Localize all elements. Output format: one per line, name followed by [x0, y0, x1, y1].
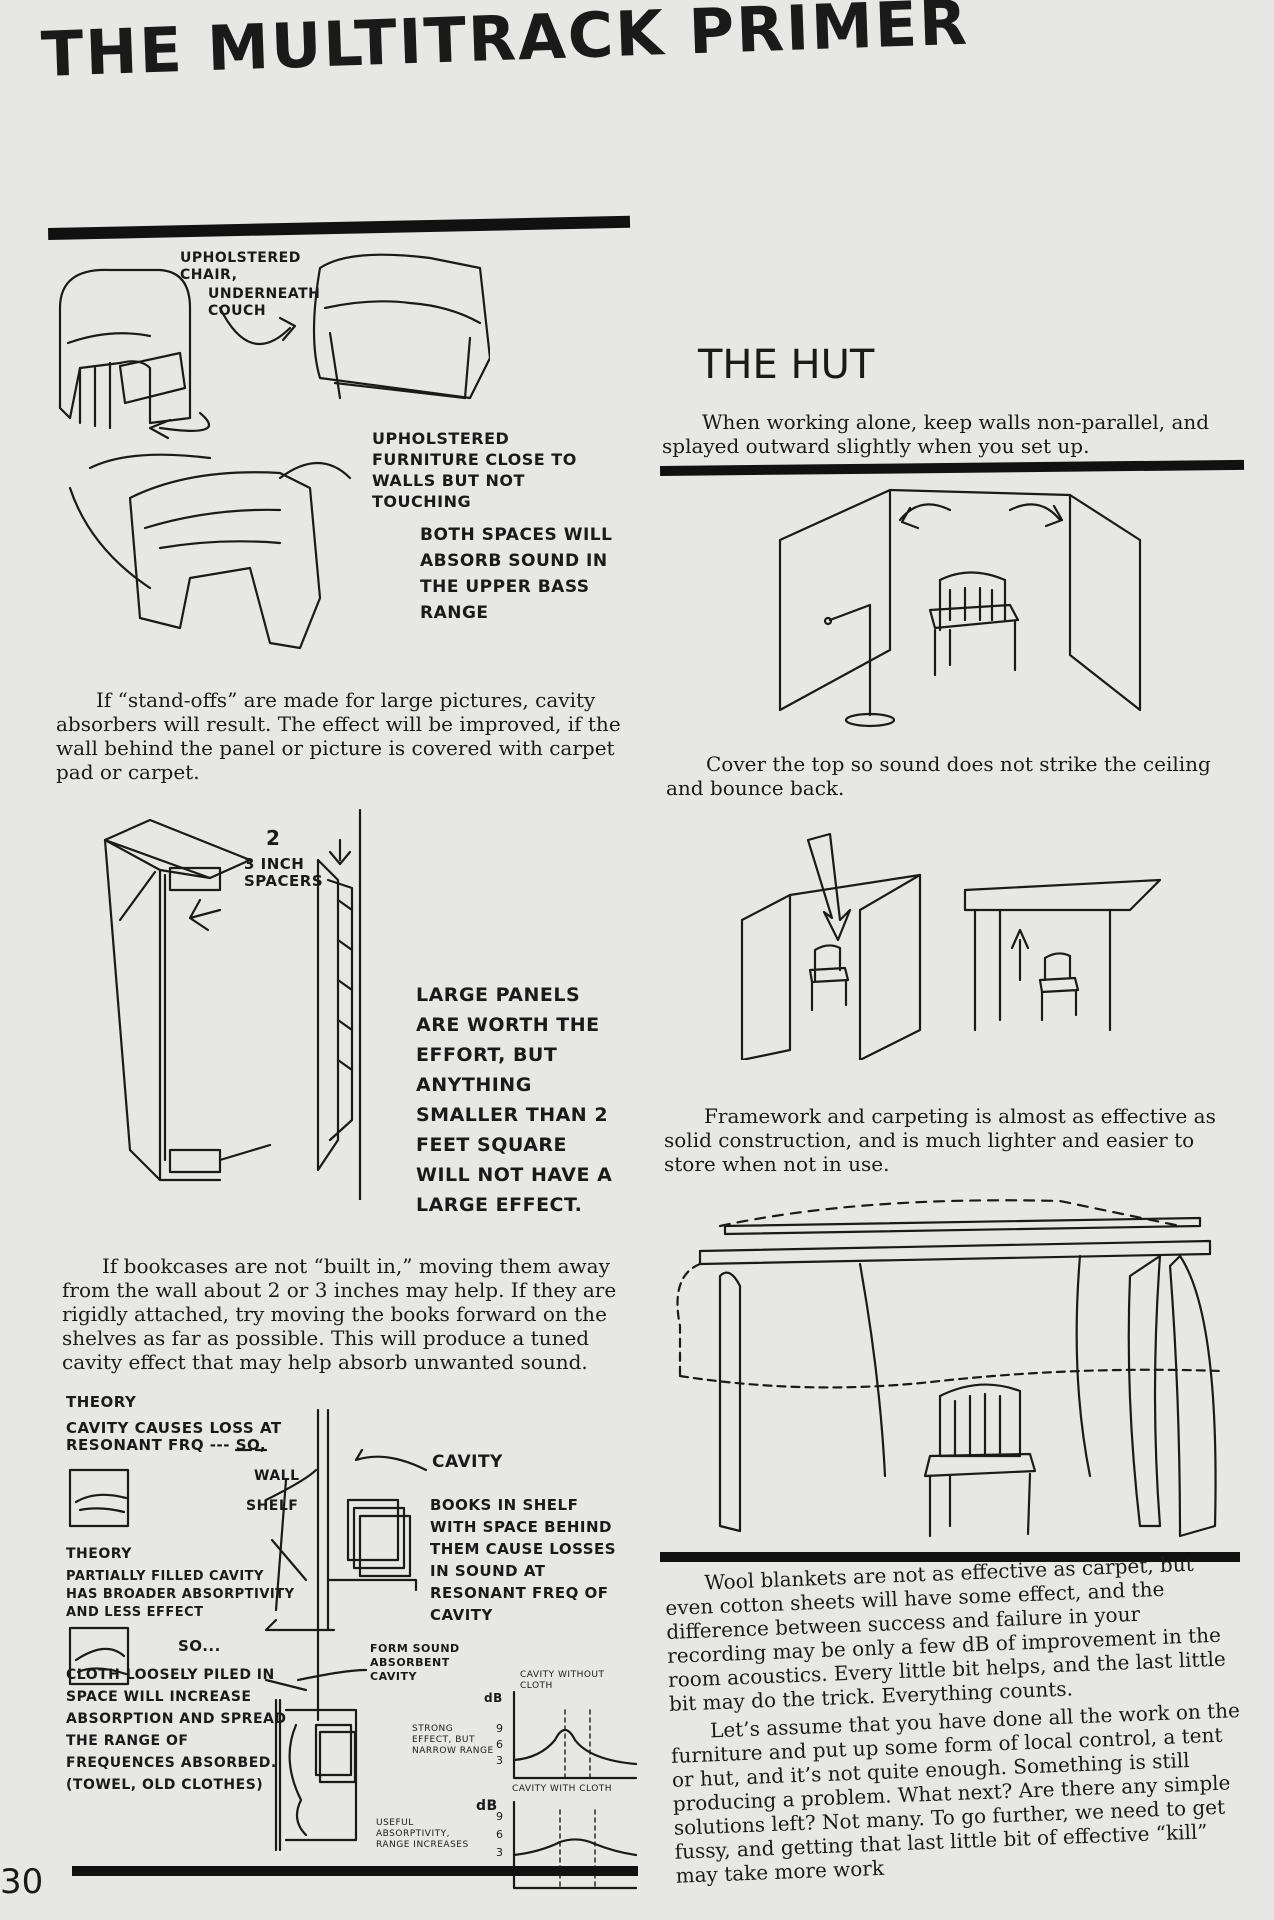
cloth-text: CLOTH LOOSELY PILED IN SPACE WILL INCREA… — [66, 1667, 287, 1793]
page-title: THE MULTITRACK PRIMER — [40, 0, 970, 91]
graph2-tick-3: 3 — [496, 1846, 504, 1859]
spacer-label: 3 INCH SPACERS — [244, 855, 324, 890]
so-label: SO... — [178, 1637, 221, 1655]
wool-blankets-text: Wool blankets are not as effective as ca… — [664, 1551, 1227, 1716]
graph1-title: CAVITY WITHOUT CLOTH — [520, 1670, 605, 1691]
label-close-to-walls: UPHOLSTERED FURNITURE CLOSE TO WALLS BUT… — [372, 429, 577, 511]
wall-label: WALL — [254, 1468, 300, 1484]
right-closing-paragraphs: Wool blankets are not as effective as ca… — [664, 1550, 1254, 1888]
theory1-head: THEORY — [66, 1393, 137, 1411]
cavity-theory-illustration — [68, 1408, 428, 1852]
blanket-rule — [660, 1552, 1240, 1562]
cover-top-text: Cover the top so sound does not strike t… — [666, 752, 1211, 800]
graph-cavity-without-cloth — [512, 1690, 638, 1780]
standoffs-text: If “stand-offs” are made for large pictu… — [56, 688, 621, 784]
graph1-unit: dB — [484, 1691, 503, 1705]
furniture-illustration — [58, 253, 490, 650]
large-panels-note: LARGE PANELS ARE WORTH THE EFFORT, BUT A… — [416, 984, 613, 1216]
page-number: 30 — [0, 1862, 44, 1902]
hut-intro-text: When working alone, keep walls non-paral… — [662, 410, 1210, 458]
graph2-unit: dB — [476, 1798, 498, 1814]
top-rule — [48, 215, 631, 240]
theory2-head: THEORY — [66, 1546, 132, 1562]
blanket-tent-illustration — [676, 1199, 1222, 1538]
label-underneath-couch: UNDERNEATH COUCH — [208, 286, 321, 319]
hut-cover-illustration — [740, 832, 1162, 1060]
panel-spacer-illustration — [103, 808, 362, 1200]
lets-assume-text: Let’s assume that you have done all the … — [670, 1698, 1241, 1888]
bottom-rule — [72, 1866, 638, 1876]
books-note: BOOKS IN SHELF WITH SPACE BEHIND THEM CA… — [430, 1496, 617, 1624]
graph1-tick-3: 3 — [496, 1754, 504, 1767]
bookcases-text: If bookcases are not “built in,” moving … — [62, 1254, 617, 1374]
hut-walls-illustration — [778, 488, 1142, 728]
graph2-tick-6: 6 — [496, 1828, 504, 1841]
graph2-note: USEFUL ABSORPTIVITY, RANGE INCREASES — [376, 1818, 469, 1850]
framework-text: Framework and carpeting is almost as eff… — [664, 1104, 1216, 1176]
cover-top-paragraph: Cover the top so sound does not strike t… — [666, 752, 1240, 800]
bookcases-paragraph: If bookcases are not “built in,” moving … — [62, 1254, 640, 1374]
graph1-tick-9: 9 — [496, 1722, 504, 1735]
theory2-text: PARTIALLY FILLED CAVITY HAS BROADER ABSO… — [66, 1569, 295, 1620]
theory1-text: CAVITY CAUSES LOSS AT RESONANT FRQ --- S… — [66, 1419, 282, 1454]
graph1-note: STRONG EFFECT, BUT NARROW RANGE — [412, 1724, 494, 1756]
standoffs-paragraph: If “stand-offs” are made for large pictu… — [56, 688, 636, 784]
graph2-tick-9: 9 — [496, 1810, 504, 1823]
graph2-title: CAVITY WITH CLOTH — [512, 1784, 613, 1794]
hut-rule — [660, 459, 1245, 476]
hut-intro-paragraph: When working alone, keep walls non-paral… — [662, 410, 1242, 458]
spacer-count: 2 — [266, 826, 281, 850]
section-title-the-hut: THE HUT — [698, 342, 875, 388]
graph-cavity-with-cloth — [512, 1800, 638, 1890]
label-both-spaces: BOTH SPACES WILL ABSORB SOUND IN THE UPP… — [420, 525, 613, 623]
framework-paragraph: Framework and carpeting is almost as eff… — [664, 1104, 1244, 1176]
label-upholstered-chair: UPHOLSTERED CHAIR, — [180, 250, 301, 283]
cavity-label: CAVITY — [432, 1452, 503, 1472]
form-sound-label: FORM SOUND ABSORBENT CAVITY — [370, 1642, 460, 1683]
graph1-tick-6: 6 — [496, 1738, 504, 1751]
